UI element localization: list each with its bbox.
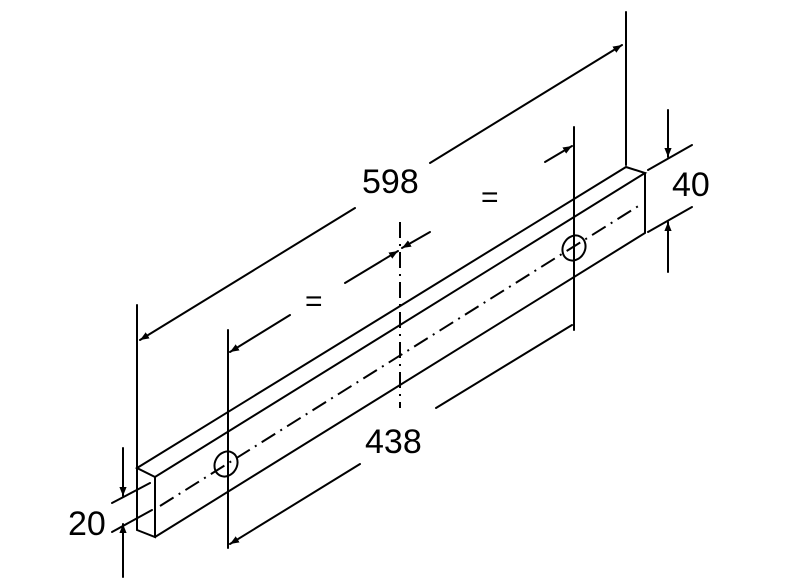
dimension-equal-left: = bbox=[229, 250, 399, 353]
dimension-438-label: 438 bbox=[365, 423, 422, 461]
extension-lines bbox=[111, 11, 693, 549]
dimension-438: 438 bbox=[229, 324, 573, 545]
bar-body bbox=[134, 165, 648, 539]
dimension-20-label: 20 bbox=[68, 505, 106, 543]
hole-left bbox=[213, 450, 239, 478]
dimension-equal-right: = bbox=[401, 145, 573, 249]
hole-right bbox=[561, 234, 587, 262]
dimension-598: 598 bbox=[139, 44, 623, 341]
equal-left-label: = bbox=[305, 285, 323, 318]
dimension-20: 20 bbox=[68, 447, 127, 578]
dimension-40-label: 40 bbox=[672, 166, 710, 204]
dimension-40: 40 bbox=[664, 109, 710, 273]
dimension-598-label: 598 bbox=[362, 163, 419, 201]
equal-right-label: = bbox=[481, 181, 499, 214]
